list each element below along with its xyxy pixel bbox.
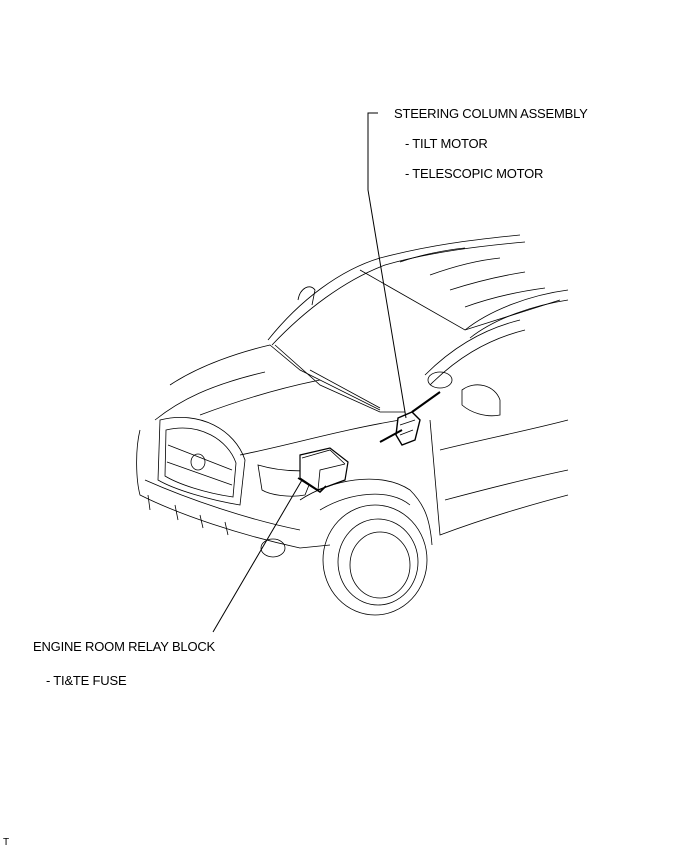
truck-body-outline bbox=[136, 234, 569, 616]
relay-block-label: ENGINE ROOM RELAY BLOCK bbox=[33, 639, 216, 654]
telescopic-motor-label: - TELESCOPIC MOTOR bbox=[405, 166, 544, 181]
steering-leader-line bbox=[367, 112, 407, 419]
steering-column-label: STEERING COLUMN ASSEMBLY bbox=[394, 106, 588, 121]
relay-block-graphic bbox=[297, 447, 349, 494]
tilt-motor-label: - TILT MOTOR bbox=[405, 136, 488, 151]
footer-code: T bbox=[3, 837, 9, 848]
relay-leader-line bbox=[212, 479, 303, 633]
steering-column-graphic bbox=[379, 391, 441, 446]
fuse-label: - TI&TE FUSE bbox=[46, 673, 127, 688]
